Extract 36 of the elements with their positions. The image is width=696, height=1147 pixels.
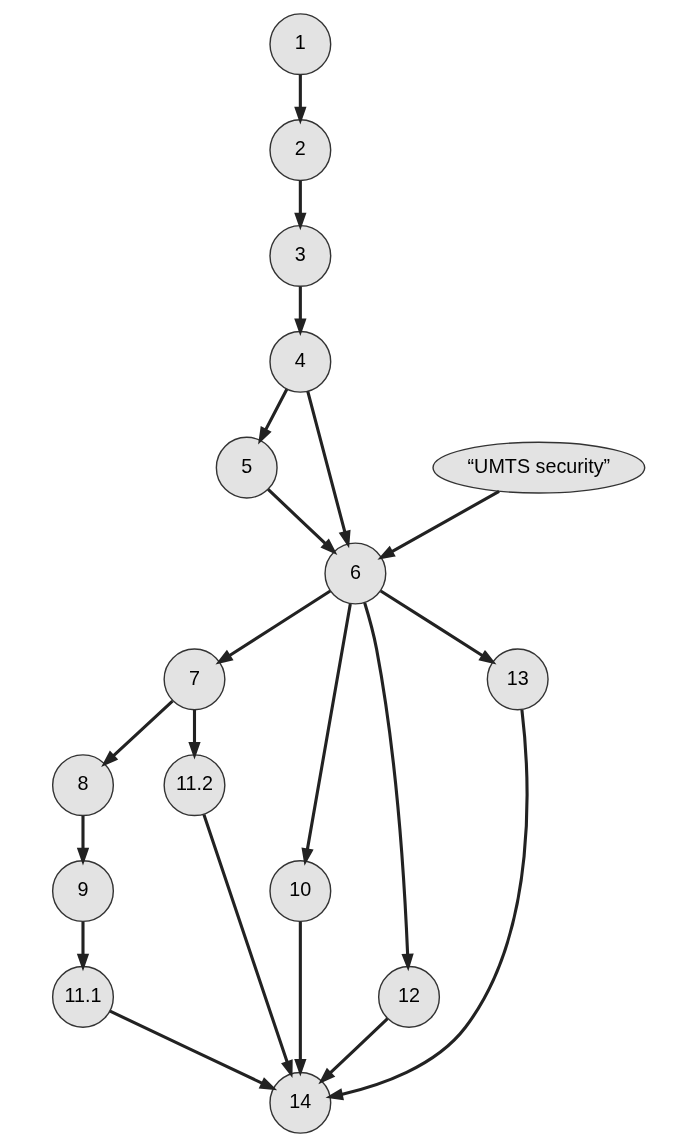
arrow: [293, 180, 306, 231]
node-circle: 11.2: [162, 754, 226, 817]
node-circle: 4: [268, 330, 331, 393]
node-circle: 5: [215, 436, 278, 499]
node-circle: 9: [51, 860, 114, 923]
node-ellipse: “UMTS security”: [431, 441, 645, 494]
arrow: [305, 390, 351, 549]
arrow: [293, 74, 306, 125]
node-circle: 10: [268, 860, 331, 923]
arrow: [76, 815, 89, 866]
arrow: [325, 709, 529, 1101]
arrow: [187, 710, 201, 760]
node-circle: 8: [51, 754, 114, 817]
arrow: [317, 1017, 389, 1085]
arrow: [266, 488, 337, 555]
node-circle: 1: [268, 13, 331, 76]
arrow: [100, 699, 173, 768]
arrow: [201, 814, 293, 1078]
arrow: [301, 603, 352, 866]
arrow: [293, 921, 306, 1077]
node-circle: 11.1: [51, 965, 114, 1028]
arrow: [293, 286, 306, 337]
node-circle: 6: [323, 542, 386, 605]
arrow: [108, 1009, 277, 1091]
node-circle: 13: [486, 648, 549, 711]
arrow: [376, 490, 500, 560]
arrow: [76, 921, 89, 972]
node-circle: 12: [377, 965, 440, 1028]
arrow: [215, 589, 331, 665]
node-circle: 7: [162, 648, 226, 711]
node-circle: 14: [268, 1071, 331, 1134]
arrow: [257, 388, 288, 445]
node-circle: 3: [268, 224, 331, 287]
arrow: [379, 589, 496, 665]
arrow: [362, 602, 414, 972]
node-circle: 2: [268, 119, 331, 182]
